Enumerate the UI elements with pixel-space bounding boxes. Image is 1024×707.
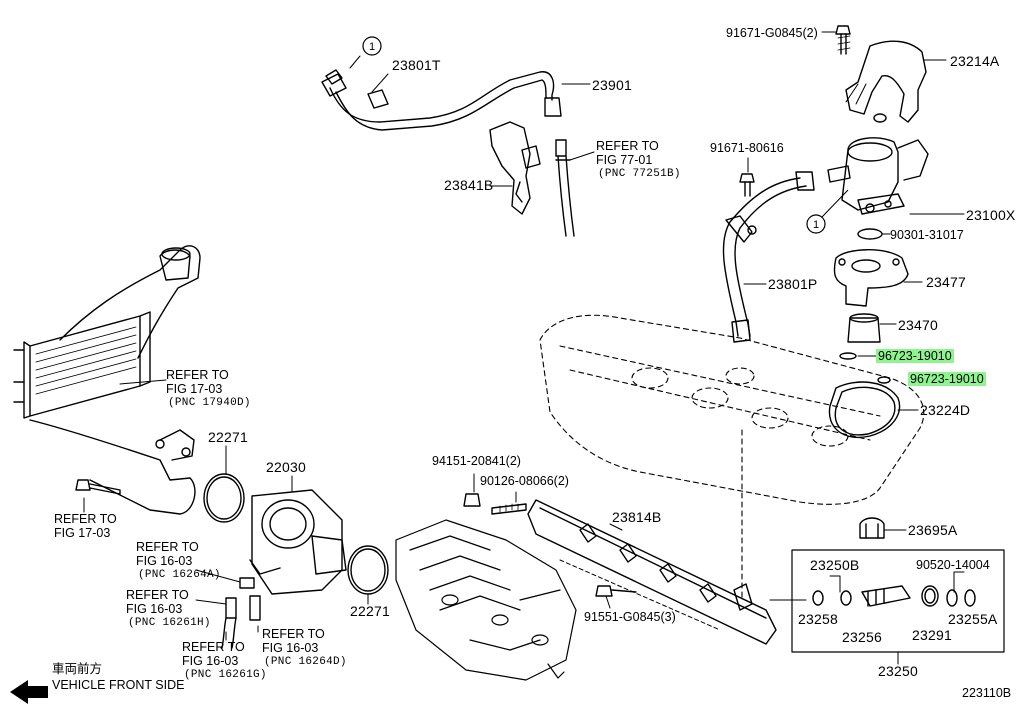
label-91671-G0845[interactable]: 91671-G0845(2) bbox=[726, 26, 818, 40]
oring-90301-31017[interactable] bbox=[857, 228, 883, 240]
label-23100X[interactable]: 23100X bbox=[966, 207, 1016, 223]
intercooler[interactable] bbox=[13, 245, 201, 515]
diagram-id: 223110B bbox=[962, 686, 1012, 700]
bracket-23214A[interactable] bbox=[845, 40, 927, 123]
label-23250[interactable]: 23250 bbox=[878, 663, 918, 679]
gasket-23224D[interactable] bbox=[828, 381, 901, 438]
leader-fig77 bbox=[569, 151, 595, 161]
ref-fig77-line1: REFER TO bbox=[596, 139, 659, 153]
label-23250B[interactable]: 23250B bbox=[810, 557, 860, 573]
label-22030[interactable]: 22030 bbox=[266, 459, 306, 475]
label-23224D[interactable]: 23224D bbox=[920, 402, 971, 418]
svg-text:1: 1 bbox=[813, 219, 819, 231]
label-23291[interactable]: 23291 bbox=[912, 627, 952, 643]
label-23801P[interactable]: 23801P bbox=[768, 276, 818, 292]
lifter-23470[interactable] bbox=[847, 313, 881, 343]
ref-fig16h-line1: REFER TO bbox=[126, 588, 189, 602]
label-96723-19010-a[interactable]: 96723-19010 bbox=[876, 349, 954, 363]
fuel-hose-23901[interactable] bbox=[321, 69, 562, 131]
housing-23477[interactable] bbox=[833, 249, 909, 307]
hose-fig77[interactable] bbox=[555, 139, 575, 237]
label-90520-14004[interactable]: 90520-14004 bbox=[916, 558, 990, 572]
ref-fig17a-line1: REFER TO bbox=[166, 368, 229, 382]
svg-text:1: 1 bbox=[369, 41, 375, 53]
label-23255A[interactable]: 23255A bbox=[948, 611, 998, 627]
ref-fig77-line3: (PNC 77251B) bbox=[598, 168, 681, 180]
ref-fig16a-line3: (PNC 16264A) bbox=[138, 569, 221, 581]
fuel-pipe-23801P[interactable] bbox=[722, 171, 815, 343]
intake-manifold bbox=[395, 519, 577, 681]
label-94151-20841[interactable]: 94151-20841(2) bbox=[432, 454, 521, 468]
ref-fig17b-line1: REFER TO bbox=[54, 512, 117, 526]
label-23814B[interactable]: 23814B bbox=[612, 509, 662, 525]
leaders-16-03 bbox=[195, 569, 259, 641]
label-23841B[interactable]: 23841B bbox=[444, 177, 494, 193]
injector-kit-parts[interactable] bbox=[812, 571, 976, 607]
ref-fig16d-line1: REFER TO bbox=[262, 627, 325, 641]
label-23256[interactable]: 23256 bbox=[842, 629, 882, 645]
leader-23814B bbox=[609, 523, 623, 531]
ref-fig16g-line3: (PNC 16261G) bbox=[184, 669, 267, 681]
label-96723-19010-b[interactable]: 96723-19010 bbox=[908, 372, 986, 386]
bolt-91551-G0845[interactable] bbox=[595, 585, 637, 597]
vehicle-front-en: VEHICLE FRONT SIDE bbox=[52, 678, 185, 692]
bracket-23841B[interactable] bbox=[489, 121, 541, 215]
bolt-94151-20841[interactable] bbox=[463, 493, 481, 507]
vehicle-front-jp: 車両前方 bbox=[52, 661, 103, 676]
vehicle-front-arrow-icon bbox=[10, 680, 48, 704]
ref-fig17b-line2[interactable]: FIG 17-03 bbox=[54, 526, 111, 540]
leader-ref17a bbox=[119, 379, 167, 385]
cylinder-head-cover bbox=[539, 314, 925, 601]
ref-fig16a-line2[interactable]: FIG 16-03 bbox=[136, 554, 193, 568]
ref-fig17a-line2[interactable]: FIG 17-03 bbox=[166, 382, 223, 396]
label-22271-b[interactable]: 22271 bbox=[350, 603, 390, 619]
label-23801T[interactable]: 23801T bbox=[392, 57, 441, 73]
ref-fig16g-line1: REFER TO bbox=[182, 640, 245, 654]
label-23901[interactable]: 23901 bbox=[592, 77, 632, 93]
ref-fig16a-line1: REFER TO bbox=[136, 540, 199, 554]
circle-marker-1-top: 1 bbox=[362, 36, 382, 56]
fuel-pump-23100X[interactable] bbox=[827, 137, 929, 215]
stud-90126-08066[interactable] bbox=[491, 503, 527, 515]
ref-fig16d-line3: (PNC 16264D) bbox=[264, 656, 347, 668]
label-90126-08066[interactable]: 90126-08066(2) bbox=[480, 474, 569, 488]
oring-96723-a[interactable] bbox=[839, 352, 857, 360]
gasket-22271-b[interactable] bbox=[347, 545, 389, 595]
circle-marker-1-pump: 1 bbox=[806, 189, 849, 234]
label-23477[interactable]: 23477 bbox=[926, 274, 966, 290]
label-91671-80616[interactable]: 91671-80616 bbox=[710, 141, 784, 155]
bolt-91671-G0845[interactable] bbox=[835, 25, 851, 55]
label-91551-G0845[interactable]: 91551-G0845(3) bbox=[584, 610, 676, 624]
hose-leaders bbox=[349, 55, 591, 93]
ref-fig17a-line3: (PNC 17940D) bbox=[168, 397, 251, 409]
bolt-ref-17-03[interactable] bbox=[75, 479, 121, 495]
label-23695A[interactable]: 23695A bbox=[908, 522, 958, 538]
oring-96723-b[interactable] bbox=[877, 376, 891, 384]
ref-fig77-line2[interactable]: FIG 77-01 bbox=[596, 153, 653, 167]
gasket-22271-a[interactable] bbox=[203, 473, 245, 523]
label-23470[interactable]: 23470 bbox=[898, 317, 938, 333]
clip-23695A[interactable] bbox=[859, 517, 885, 539]
ref-fig16g-line2[interactable]: FIG 16-03 bbox=[182, 654, 239, 668]
label-23258[interactable]: 23258 bbox=[798, 611, 838, 627]
water-hoses-16-03[interactable] bbox=[221, 577, 261, 649]
fuel-rail-23814B[interactable] bbox=[527, 499, 777, 645]
ref-fig16h-line3: (PNC 16261H) bbox=[128, 617, 211, 629]
label-90301-31017[interactable]: 90301-31017 bbox=[890, 228, 964, 242]
ref-fig16h-line2[interactable]: FIG 16-03 bbox=[126, 602, 183, 616]
bolt-91671-80616[interactable] bbox=[739, 173, 755, 197]
throttle-body-22030[interactable] bbox=[249, 489, 347, 595]
label-23214A[interactable]: 23214A bbox=[950, 53, 1000, 69]
ref-fig16d-line2[interactable]: FIG 16-03 bbox=[262, 641, 319, 655]
leader-91551 bbox=[605, 595, 611, 609]
label-22271-a[interactable]: 22271 bbox=[208, 429, 248, 445]
